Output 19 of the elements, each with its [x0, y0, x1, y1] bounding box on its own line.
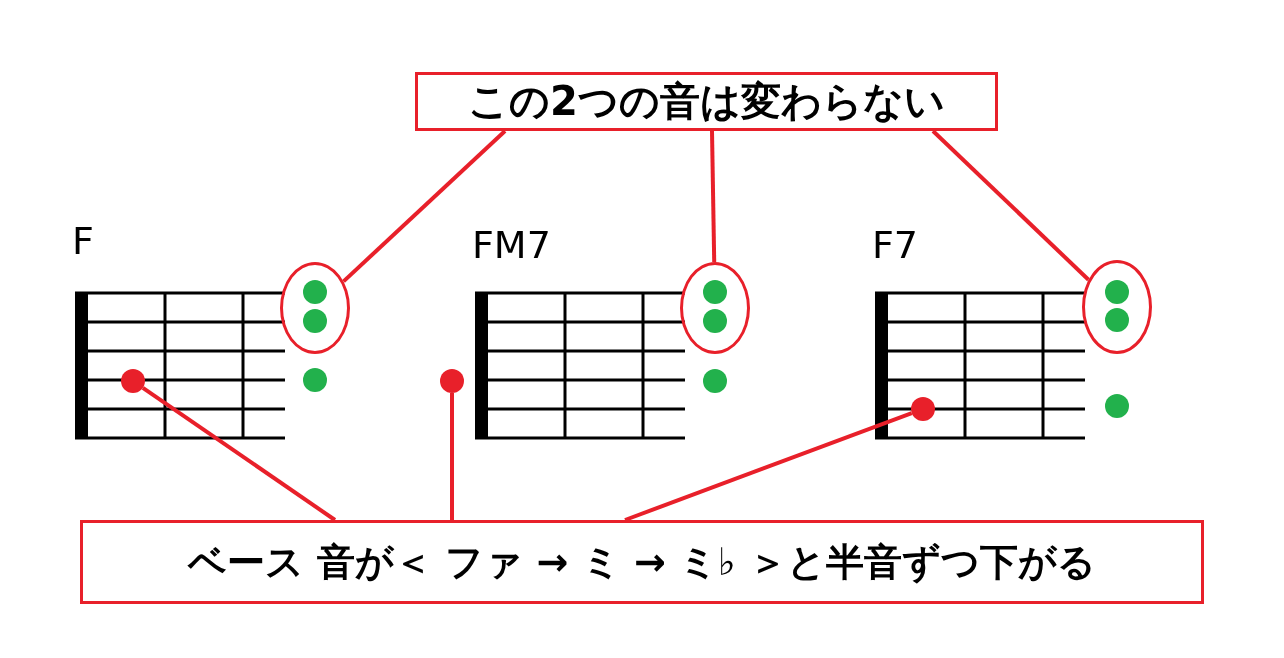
highlight-ellipse: [280, 262, 350, 354]
callout-text: この2つの音は変わらない: [468, 77, 945, 126]
chord-name: F7: [872, 226, 919, 264]
leader-line: [710, 130, 717, 263]
leader-line: [624, 411, 913, 522]
leader-line: [931, 129, 1090, 282]
bass-note-dot: [440, 369, 464, 393]
highlight-ellipse: [1082, 260, 1152, 354]
callout-box: [80, 520, 1204, 604]
highlight-ellipse: [680, 262, 750, 354]
callout-text: ベース 音が＜ ファ → ミ → ミ♭ ＞と半音ずつ下がる: [187, 538, 1097, 586]
bass-note-dot: [121, 369, 145, 393]
chord-name: F: [72, 222, 94, 260]
leader-line: [342, 129, 507, 283]
callout-box: [415, 72, 998, 131]
bass-note-dot: [911, 397, 935, 421]
chord-name: FM7: [472, 226, 551, 264]
leader-line: [141, 386, 337, 522]
leader-line: [450, 393, 454, 520]
